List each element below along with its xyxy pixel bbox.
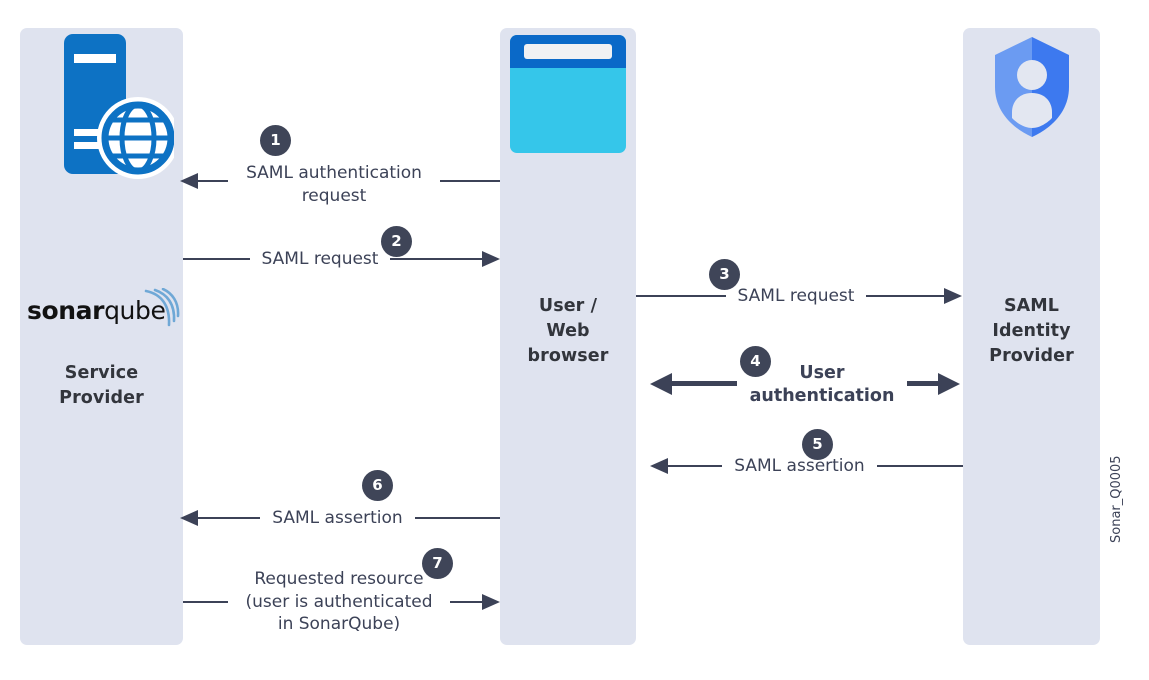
server-globe-icon (58, 28, 179, 180)
arrow-head-step-3 (944, 288, 962, 304)
step-badge-1: 1 (260, 125, 291, 156)
arrow-head-step-5 (650, 458, 668, 474)
arrow-head-step-7 (482, 594, 500, 610)
flow-label-step-3: SAML request (726, 285, 866, 308)
flow-label-step-2: SAML request (250, 248, 390, 271)
arrow-head-step-6 (180, 510, 198, 526)
flow-line-step-4-left (672, 381, 778, 386)
sonarqube-wave-icon (141, 287, 181, 328)
arrow-head-step-4-right (938, 373, 960, 395)
arrow-head-step-1 (180, 173, 198, 189)
sonarqube-wordmark: sonarqube (27, 296, 166, 325)
lane-title-identity-provider: SAML Identity Provider (989, 296, 1074, 366)
sonarqube-logo: sonarqube (27, 287, 180, 336)
flow-label-step-7: Requested resource (user is authenticate… (228, 568, 450, 636)
flow-label-step-6: SAML assertion (260, 507, 415, 530)
arrow-head-step-2 (482, 251, 500, 267)
shield-user-icon (990, 35, 1074, 139)
logo-bold-text: sonar (27, 296, 105, 325)
step-badge-6: 6 (362, 470, 393, 501)
step-badge-5: 5 (802, 429, 833, 460)
watermark-label: Sonar_Q0005 (1109, 455, 1124, 543)
flow-label-step-1: SAML authentication request (228, 162, 440, 208)
browser-window-icon (508, 33, 628, 155)
step-badge-4: 4 (740, 346, 771, 377)
lane-title-service-provider: Service Provider (59, 363, 144, 408)
step-badge-7: 7 (422, 548, 453, 579)
step-badge-3: 3 (709, 259, 740, 290)
step-badge-2: 2 (381, 226, 412, 257)
logo-light-text: qube (104, 296, 166, 325)
arrow-head-step-4-left (650, 373, 672, 395)
lane-title-user-web-browser: User / Web browser (527, 296, 609, 366)
flow-label-step-5: SAML assertion (722, 455, 877, 478)
